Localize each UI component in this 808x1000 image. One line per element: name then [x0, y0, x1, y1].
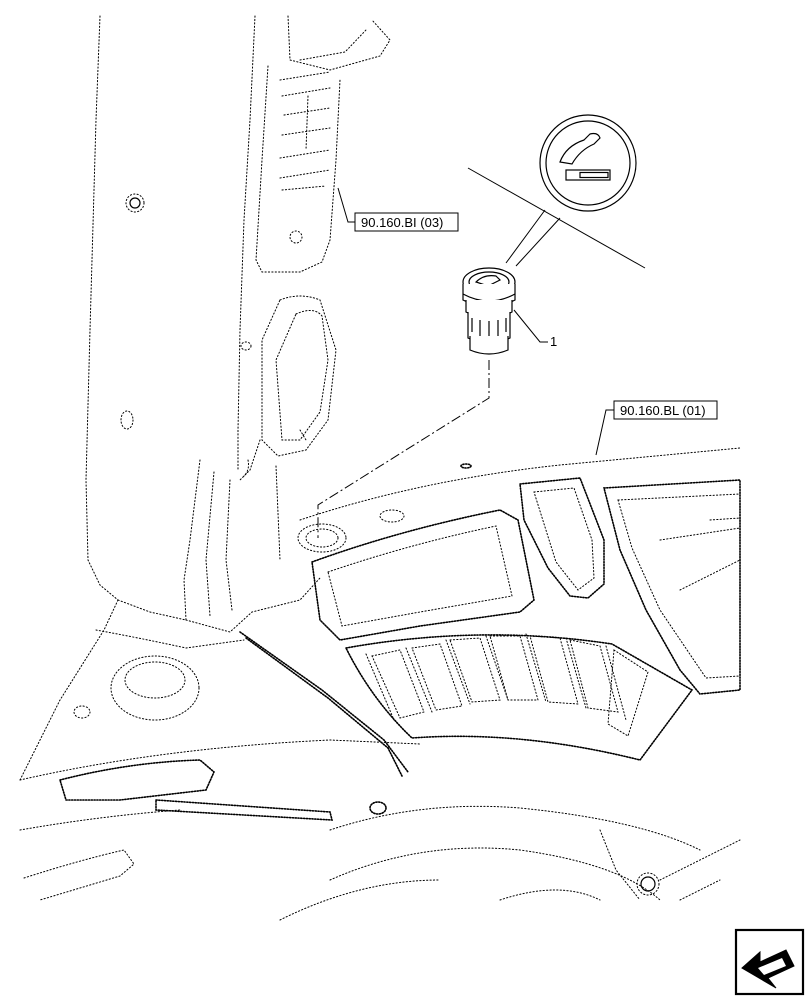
lighter-symbol-bubble: [467, 114, 646, 269]
pillar-trim: [19, 15, 391, 781]
callout-upper: 90.160.BI (03): [337, 187, 459, 232]
item-number-label: 1: [550, 334, 557, 349]
cigar-lighter-icon: [559, 132, 611, 181]
dashboard-console: [19, 447, 741, 921]
ref-lower-label: 90.160.BL (01): [620, 403, 706, 418]
callout-lower: 90.160.BL (01): [595, 400, 718, 456]
cigar-lighter-part: 1: [317, 267, 557, 538]
previous-page-arrow-icon[interactable]: [734, 928, 805, 996]
ref-upper-label: 90.160.BI (03): [361, 215, 443, 230]
